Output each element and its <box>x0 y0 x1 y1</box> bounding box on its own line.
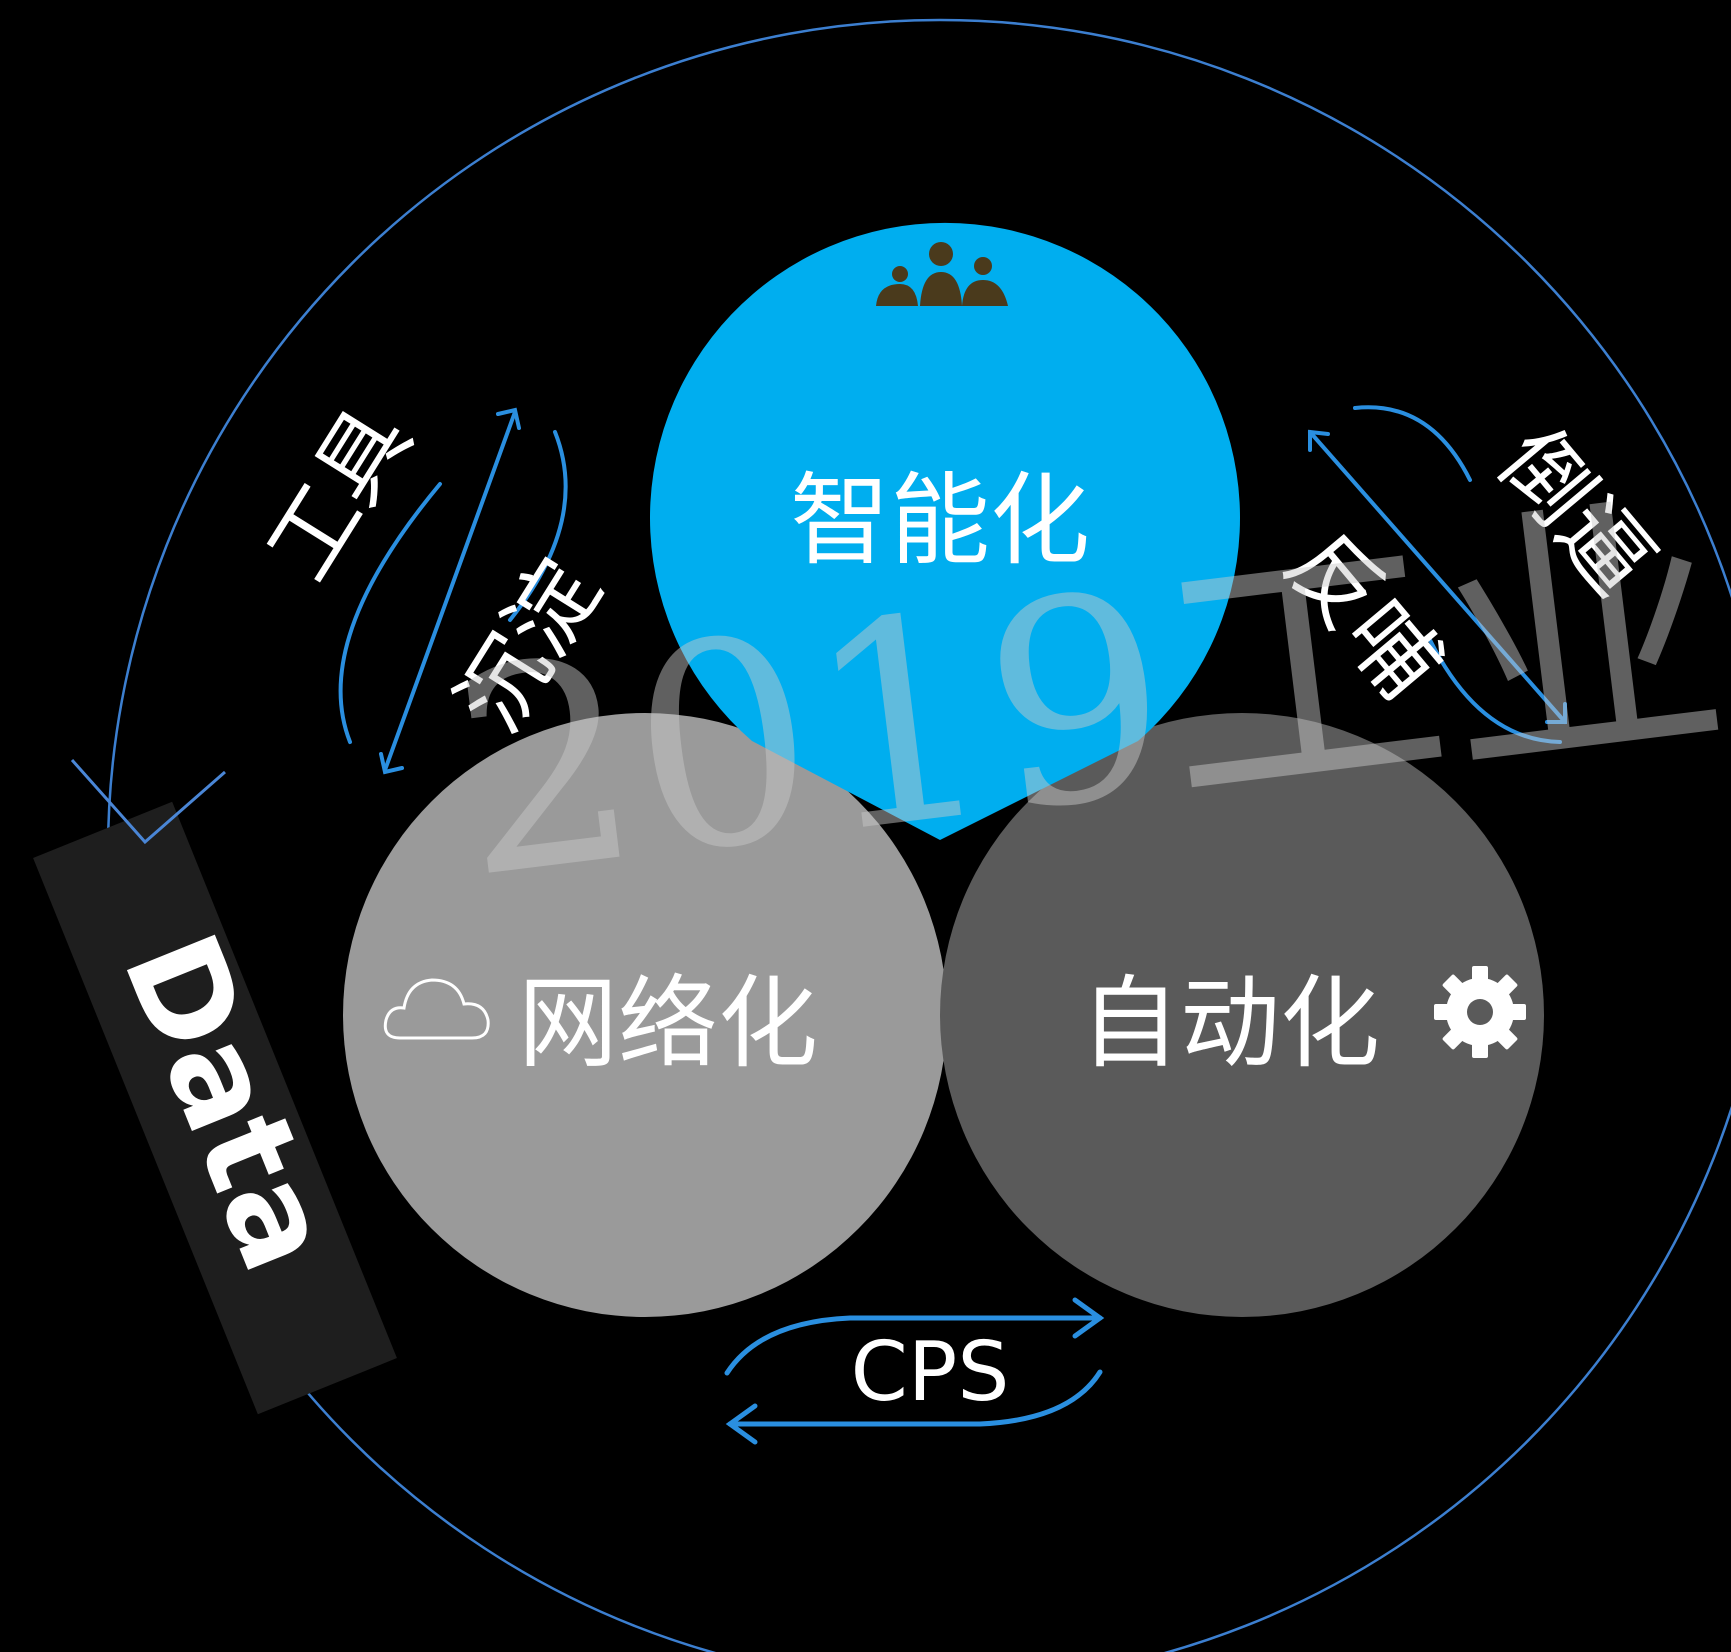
cps-bottom-arrowhead <box>725 1403 758 1445</box>
people-group-icon <box>876 242 1008 306</box>
right-circle-label: 自动化 <box>1080 965 1380 1082</box>
cps-top-arrowhead <box>1072 1297 1105 1339</box>
left-circle-networked <box>343 713 947 1317</box>
gear-icon <box>1434 966 1526 1058</box>
cloud-icon <box>383 978 490 1040</box>
upper-left-curved-bracket-inner <box>508 430 568 622</box>
upper-right-curved-bracket-top <box>1353 405 1472 482</box>
cps-label: CPS <box>851 1325 1010 1420</box>
right-circle-automated <box>940 713 1544 1317</box>
upper-right-curved-bracket-bottom <box>1428 638 1562 744</box>
top-circle-intelligent <box>650 222 1240 840</box>
cps-bottom-arrow <box>727 1369 1103 1427</box>
top-circle-label: 智能化 <box>790 462 1090 579</box>
data-ribbon <box>33 801 397 1415</box>
upper-left-double-arrow <box>379 407 521 775</box>
upper-left-curved-bracket-outer <box>338 482 442 744</box>
cps-top-arrow <box>724 1315 1103 1376</box>
upper-right-double-arrow <box>1308 429 1567 724</box>
data-ribbon-chevron <box>70 759 226 845</box>
left-circle-label: 网络化 <box>518 965 818 1082</box>
